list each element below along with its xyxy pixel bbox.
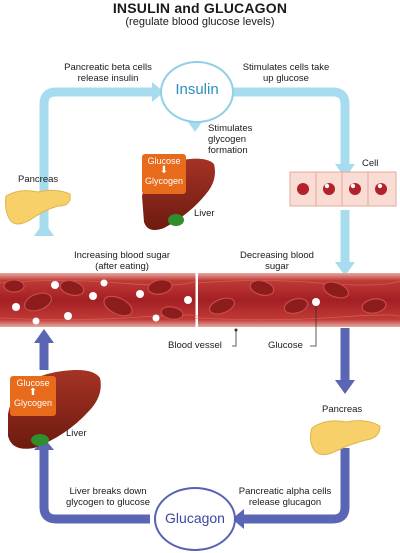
arrow-to-cell <box>335 164 355 178</box>
glucagon-arrowheads <box>34 329 355 529</box>
arrow-to-insulin <box>152 82 164 102</box>
diagram-subtitle: (regulate blood glucose levels) <box>125 16 275 28</box>
decreasing-blood-sugar-label: Decreasing blood sugar <box>240 250 314 272</box>
alpha-cells-label: Pancreatic alpha cells release glucagon <box>238 486 332 508</box>
increasing-blood-sugar-label: Increasing blood sugar (after eating) <box>73 250 171 272</box>
pancreas-bottom-shape <box>309 420 381 456</box>
pancreas-bottom-label: Pancreas <box>322 404 363 415</box>
glucagon-pathway-arrows <box>39 328 350 524</box>
glycogen-to-glucose-chip-bottom: Glucose ⬆ Glycogen <box>10 376 56 416</box>
glucose-particles <box>12 279 320 325</box>
insulin-node: Insulin <box>160 61 234 123</box>
glucagon-label: Glucagon <box>165 510 225 526</box>
cell-label: Cell <box>362 158 379 169</box>
red-blood-cells <box>3 279 387 320</box>
pancreas-top-shape <box>5 189 71 225</box>
blood-vessel-label: Blood vessel <box>168 340 222 351</box>
arrow-to-pancreas-top <box>34 222 54 236</box>
chip-bottom-from: Glucose <box>16 378 50 388</box>
chip-bottom-to: Glycogen <box>13 398 53 408</box>
body-cells <box>289 171 397 207</box>
liver-breaks-down-label: Liver breaks down glycogen to glucose <box>66 486 150 508</box>
glucose-to-glycogen-chip-top: Glucose ⬇ Glycogen <box>142 154 186 194</box>
insulin-label: Insulin <box>175 81 219 98</box>
chip-top-to: Glycogen <box>144 176 184 186</box>
blood-vessel <box>0 273 400 327</box>
glucagon-node: Glucagon <box>154 487 236 551</box>
arrow-to-vessel <box>335 262 355 276</box>
diagram-title: INSULIN and GLUCAGON <box>112 0 288 16</box>
stimulates-uptake-label: Stimulates cells take up glucose <box>242 62 330 84</box>
beta-cells-label: Pancreatic beta cells release insulin <box>64 62 152 84</box>
liver-bottom-label: Liver <box>66 428 87 439</box>
up-arrow-icon: ⬆ <box>28 387 38 398</box>
pancreas-top-label: Pancreas <box>18 174 59 185</box>
arrow-to-vessel-left <box>34 329 54 343</box>
glucose-label: Glucose <box>268 340 303 351</box>
leader-lines <box>232 306 317 347</box>
arrow-to-glucagon <box>232 509 244 529</box>
down-arrow-icon: ⬇ <box>159 165 169 176</box>
arrow-to-pancreas-bottom <box>335 380 355 394</box>
liver-top-label: Liver <box>194 208 215 219</box>
stimulates-glycogen-label: Stimulates glycogen formation <box>208 123 253 156</box>
chip-top-from: Glucose <box>147 156 181 166</box>
